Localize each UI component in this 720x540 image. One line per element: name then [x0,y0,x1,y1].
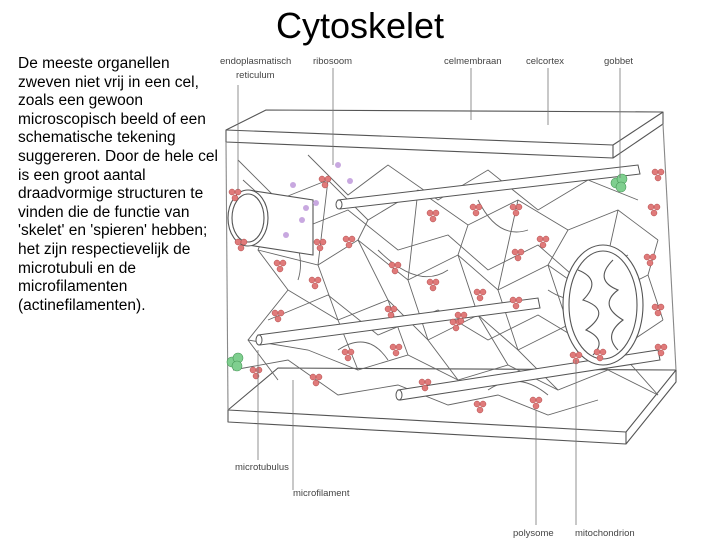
label-celcortex: celcortex [526,56,564,67]
body-text: De meeste organellen zweven niet vrij in… [18,55,218,314]
bottom-membrane [227,367,677,433]
slide-title: Cytoskelet [275,5,445,46]
label-polysome: polysome [513,528,554,539]
label-endoplasmatisch: endoplasmatisch [220,56,291,67]
label-microtubulus: microtubulus [235,462,289,473]
label-mitochondrion: mitochondrion [575,528,635,539]
label-gobbet: gobbet [604,56,633,67]
label-reticulum: reticulum [236,70,275,81]
mitochondrion [562,244,644,366]
ribosomes [283,162,353,238]
endoplasmic-reticulum [227,189,314,256]
label-celmembraan: celmembraan [444,56,502,67]
label-microfilament: microfilament [293,488,350,499]
top-membrane [225,109,664,146]
polysomes [228,168,668,414]
label-ribosoom: ribosoom [313,56,352,67]
gobbets [226,173,628,372]
cytoskeleton-diagram: endoplasmatisch reticulum ribosoom celme… [218,50,718,540]
